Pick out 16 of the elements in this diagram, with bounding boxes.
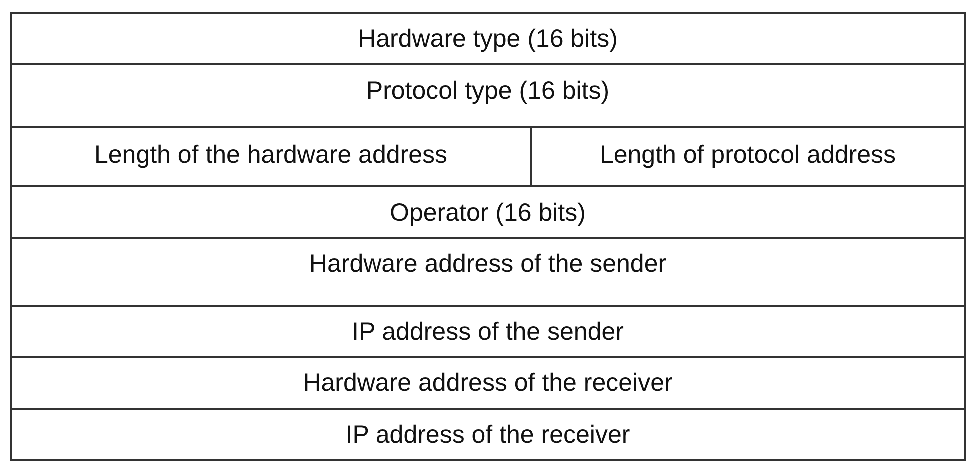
table-row xyxy=(10,185,966,239)
field-label: Protocol type (16 bits) xyxy=(366,79,610,107)
field-label: Hardware address of the receiver xyxy=(303,371,673,399)
table-row xyxy=(10,12,966,65)
table-row xyxy=(10,356,966,410)
field-label: Hardware type (16 bits) xyxy=(358,27,618,55)
table-row xyxy=(10,408,966,461)
table-row xyxy=(10,305,966,358)
field-label: Length of the hardware address xyxy=(94,143,448,171)
field-label: IP address of the receiver xyxy=(346,423,630,451)
field-label: Length of protocol address xyxy=(600,143,896,171)
field-label: IP address of the sender xyxy=(352,320,624,348)
table-row xyxy=(10,63,966,128)
field-label: Hardware address of the sender xyxy=(309,252,667,280)
table-row xyxy=(10,237,966,307)
field-label: Operator (16 bits) xyxy=(390,201,586,229)
